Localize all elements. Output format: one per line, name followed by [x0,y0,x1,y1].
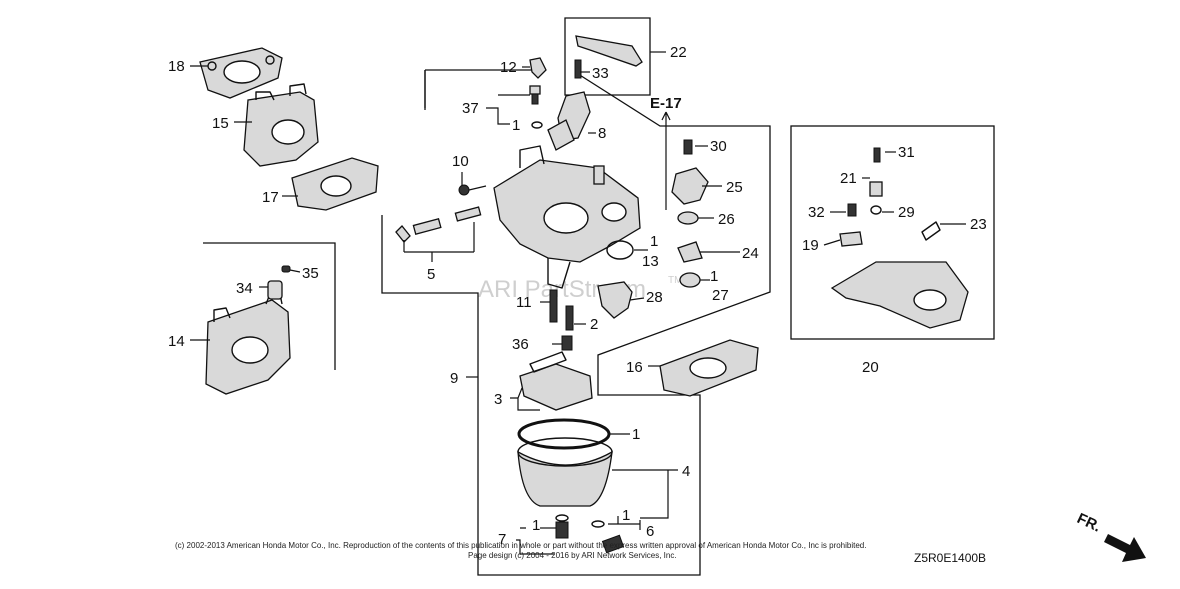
part-26 [677,211,699,225]
label-3: 3 [494,391,502,408]
fr-label: FR. [1074,510,1103,536]
part-34 [267,280,283,300]
spring-36 [561,335,573,351]
copyright-line-2: Page design (c) 2004 - 2016 by ARI Netwo… [468,551,677,560]
float-3 [519,363,593,411]
label-30: 30 [710,138,727,155]
gasket-16 [659,339,759,397]
label-26: 26 [718,211,735,228]
washer-1-6 [591,520,605,528]
label-17: 17 [262,189,279,206]
part-27 [679,272,701,288]
frame-22 [564,17,651,96]
callout-labels: 18 15 17 14 34 35 10 5 12 37 1 8 22 33 E… [168,44,987,548]
carburetor-body [493,145,641,289]
washer-1-top [531,121,543,129]
label-25: 25 [726,179,743,196]
label-5: 5 [427,266,435,283]
label-6: 6 [646,523,654,540]
label-8: 8 [598,125,606,142]
label-22: 22 [670,44,687,61]
watermark-tm: TM [668,275,682,286]
part-12 [529,57,547,79]
label-34: 34 [236,280,253,297]
label-1-d: 1 [632,426,640,443]
label-24: 24 [742,245,759,262]
label-35: 35 [302,265,319,282]
insulator-15 [243,83,319,167]
label-12: 12 [500,59,517,76]
label-11: 11 [516,294,532,311]
front-arrow-icon: FR. [1074,510,1146,562]
assembly-frame-20 [790,125,995,340]
part-2 [565,305,574,331]
label-19: 19 [802,237,819,254]
label-2: 2 [590,316,598,333]
part-24 [677,241,703,263]
label-1-c: 1 [710,268,718,285]
arrow-icon [1104,534,1146,562]
part-28 [597,281,633,319]
label-10: 10 [452,153,469,170]
label-28: 28 [646,289,663,306]
part-25 [671,167,709,205]
label-14: 14 [168,333,185,350]
copyright-line-1: (c) 2002-2013 American Honda Motor Co., … [175,541,866,550]
label-1-f: 1 [622,507,630,524]
gasket-17 [291,157,379,211]
label-31: 31 [898,144,915,161]
gasket-18 [199,47,283,99]
label-18: 18 [168,58,185,75]
ref-e17: E-17 [650,95,682,112]
leader-lines [190,51,966,555]
label-27: 27 [712,287,729,304]
label-32: 32 [808,204,825,221]
label-1-a: 1 [512,117,520,134]
float-bowl-4 [517,418,613,507]
diagram-code: Z5R0E1400B [914,551,986,565]
screw-10 [458,184,487,196]
washer-1-7 [555,514,569,522]
label-29: 29 [898,204,915,221]
label-15: 15 [212,115,229,132]
lever-22 [574,35,643,79]
label-7: 7 [498,531,506,548]
label-1-e: 1 [532,517,540,534]
label-37: 37 [462,100,479,117]
float-3b [529,351,567,373]
label-1-b: 1 [650,233,658,250]
screw-6 [601,534,625,554]
o-ring-13 [606,240,634,260]
part-35 [281,265,291,273]
screw-30 [683,139,693,155]
jet-11 [549,289,558,323]
label-21: 21 [840,170,857,187]
label-9: 9 [450,370,458,387]
screw-37 [529,85,541,105]
screws-5 [395,206,482,243]
label-20: 20 [862,359,879,376]
insulator-14 [205,293,291,395]
label-4: 4 [682,463,690,480]
part-8b [547,119,575,151]
label-23: 23 [970,216,987,233]
label-33: 33 [592,65,609,82]
screw-7 [555,521,569,539]
label-36: 36 [512,336,529,353]
label-16: 16 [626,359,643,376]
frame-14 [203,242,336,370]
bracket-20 [830,147,969,329]
label-13: 13 [642,253,659,270]
